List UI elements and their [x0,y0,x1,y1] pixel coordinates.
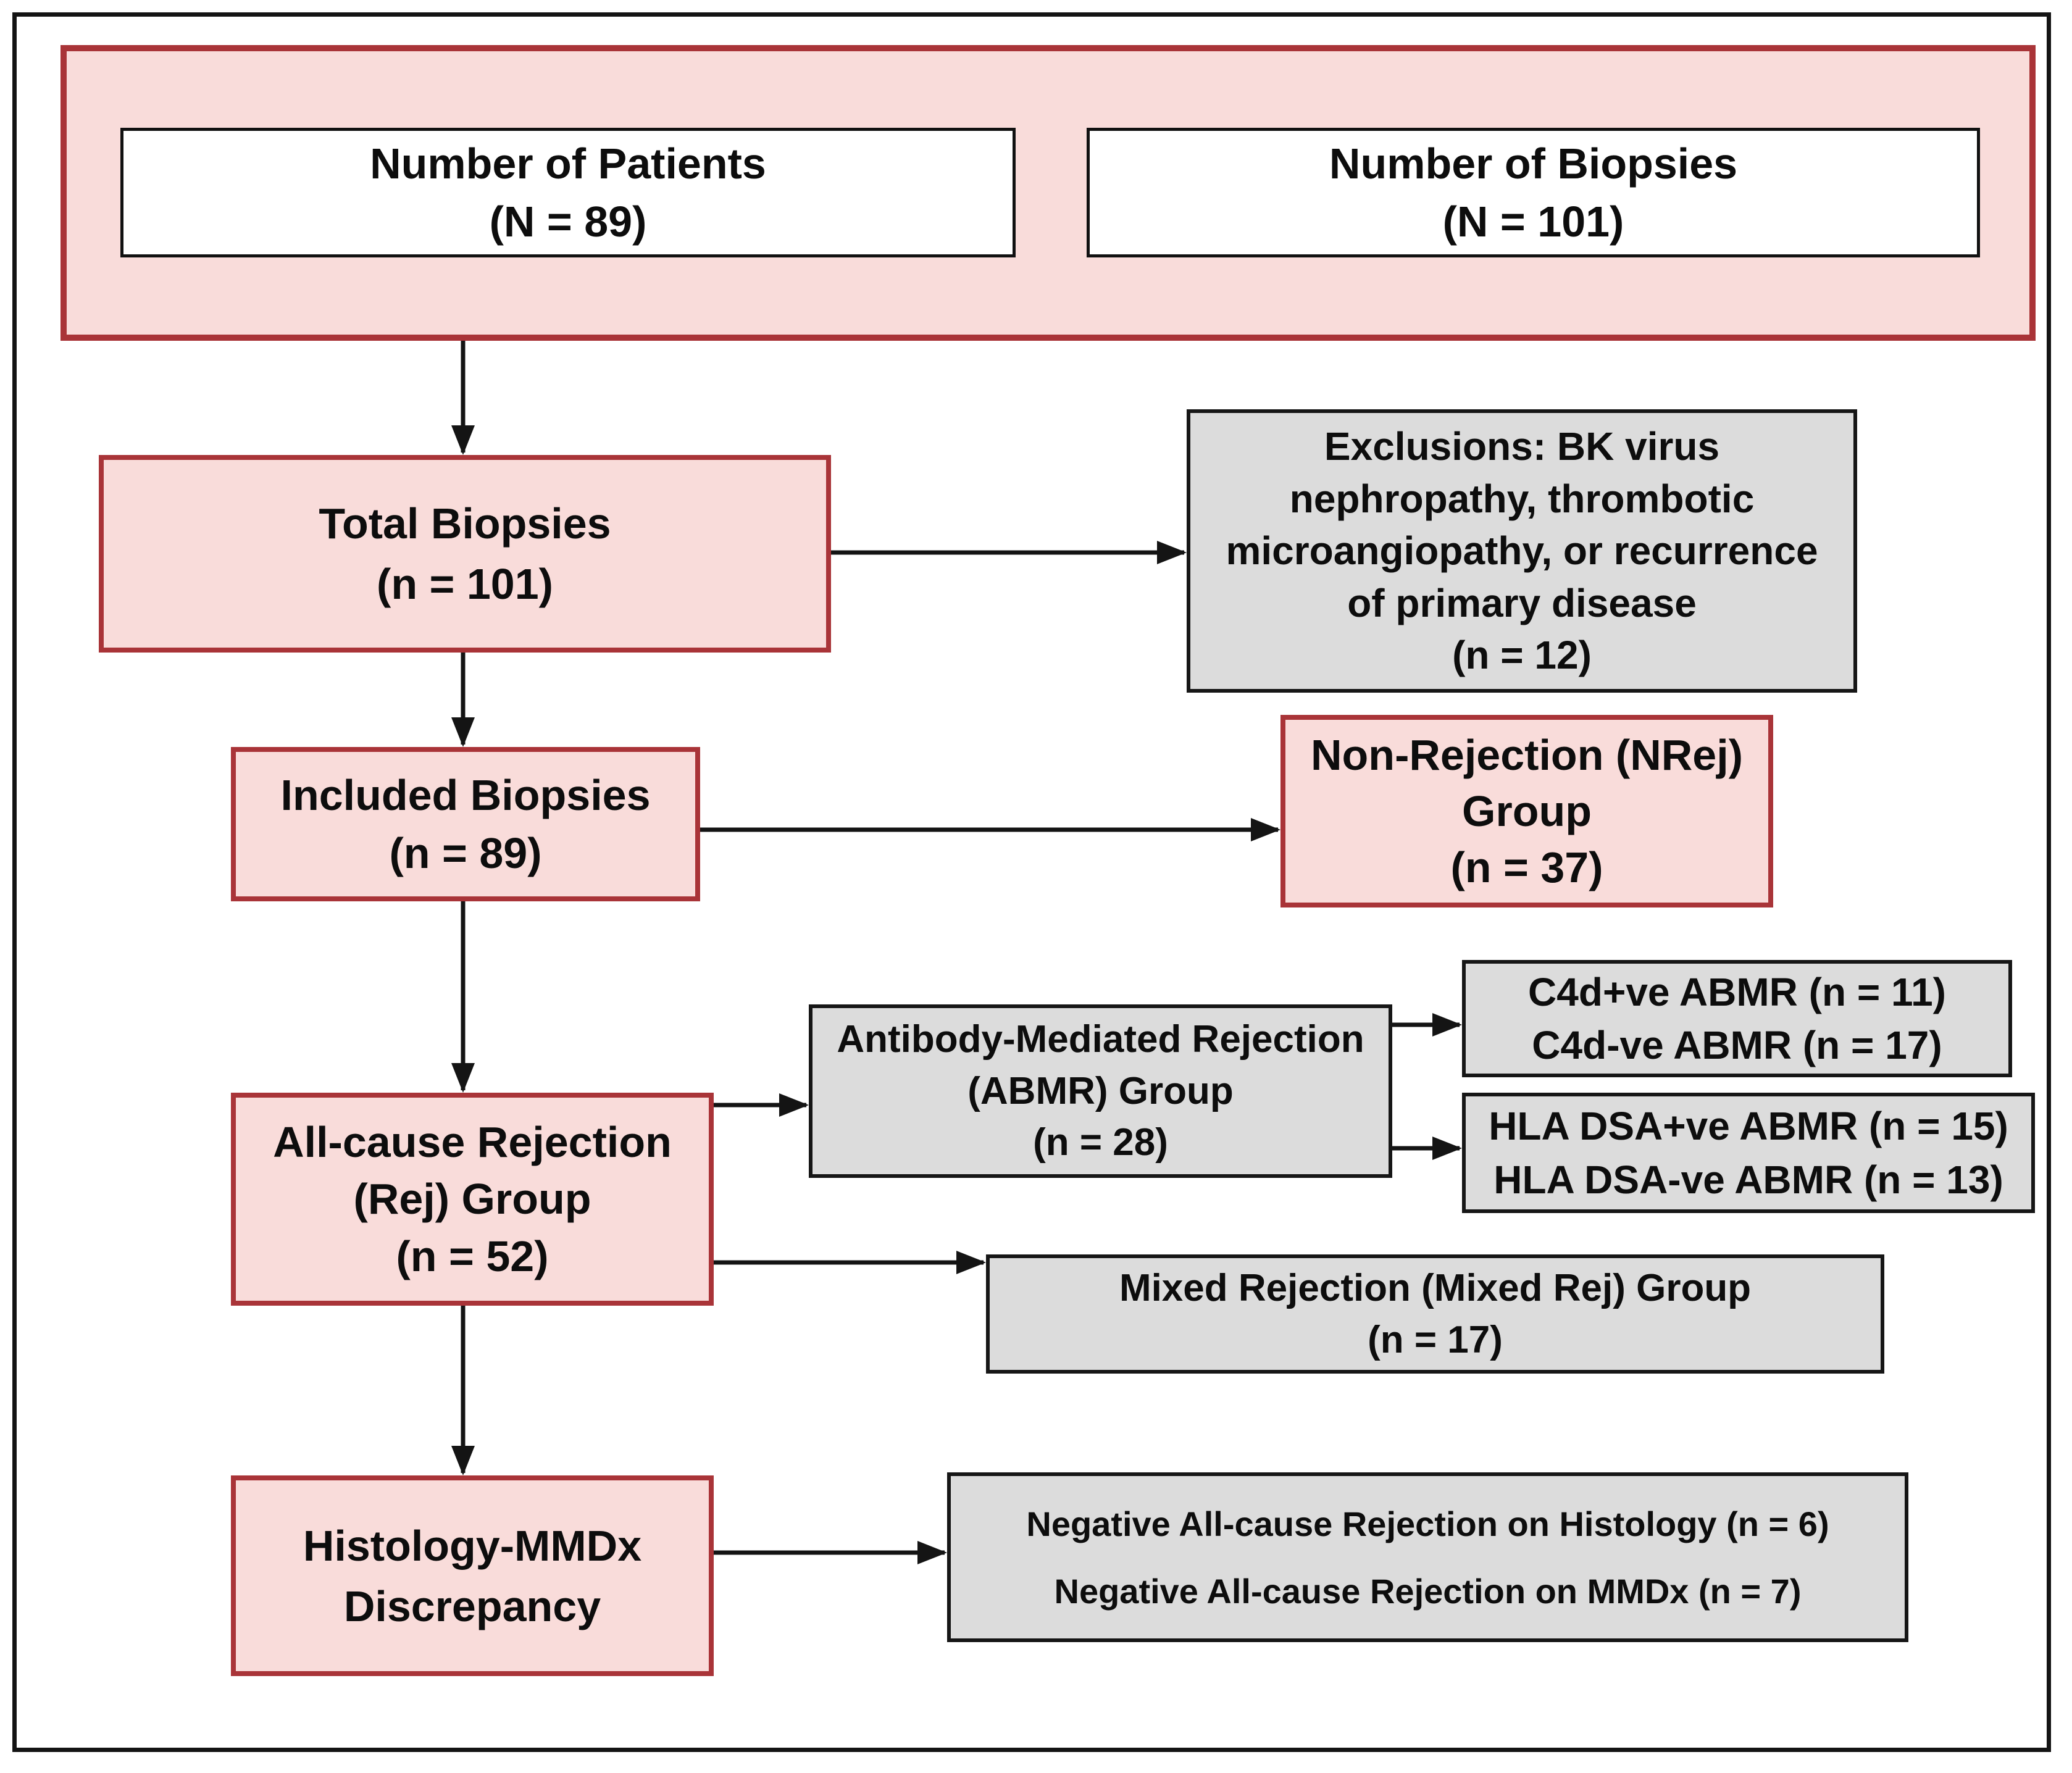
total-biopsies-box: Total Biopsies (n = 101) [99,455,831,653]
total-biopsies-label: Total Biopsies [319,499,611,548]
nrej-line-2: Group [1462,786,1592,835]
hla-negative-line: HLA DSA-ve ABMR (n = 13) [1493,1157,2003,1202]
number-of-patients-box: Number of Patients (N = 89) [120,128,1016,257]
exclusions-box: Exclusions: BK virus nephropathy, thromb… [1187,409,1857,693]
c4d-negative-line: C4d-ve ABMR (n = 17) [1532,1023,1942,1067]
included-biopsies-label: Included Biopsies [280,770,651,819]
non-rejection-group-box: Non-Rejection (NRej) Group (n = 37) [1280,715,1773,907]
exclusions-line-1: Exclusions: BK virus [1324,424,1720,469]
patients-label: Number of Patients [370,139,766,188]
histology-mmdx-discrepancy-box: Histology-MMDx Discrepancy [231,1475,714,1676]
histology-line-1: Histology-MMDx [303,1521,642,1570]
hla-dsa-abmr-box: HLA DSA+ve ABMR (n = 15) HLA DSA-ve ABMR… [1462,1093,2035,1213]
all-cause-rejection-group-box: All-cause Rejection (Rej) Group (n = 52) [231,1093,714,1306]
biopsies-label: Number of Biopsies [1329,139,1738,188]
abmr-count: (n = 28) [1033,1121,1168,1164]
abmr-line-2: (ABMR) Group [967,1069,1234,1112]
exclusions-count: (n = 12) [1452,633,1592,678]
allcause-line-1: All-cause Rejection [273,1117,672,1166]
total-biopsies-count: (n = 101) [377,560,553,608]
exclusions-line-2: nephropathy, thrombotic [1289,476,1755,521]
allcause-count: (n = 52) [396,1232,549,1280]
histology-line-2: Discrepancy [343,1582,601,1630]
mixed-rejection-group-box: Mixed Rejection (Mixed Rej) Group (n = 1… [986,1254,1884,1374]
c4d-abmr-box: C4d+ve ABMR (n = 11) C4d-ve ABMR (n = 17… [1462,960,2012,1077]
patients-count: (N = 89) [489,198,647,246]
allcause-line-2: (Rej) Group [353,1175,591,1224]
included-biopsies-box: Included Biopsies (n = 89) [231,747,700,901]
mixed-label: Mixed Rejection (Mixed Rej) Group [1119,1266,1752,1309]
nrej-count: (n = 37) [1450,843,1603,891]
exclusions-line-4: of primary disease [1347,580,1697,625]
exclusions-line-3: microangiopathy, or recurrence [1226,528,1818,574]
negative-histology-line: Negative All-cause Rejection on Histolog… [1026,1504,1829,1543]
number-of-biopsies-box: Number of Biopsies (N = 101) [1087,128,1980,257]
nrej-line-1: Non-Rejection (NRej) [1311,730,1743,779]
abmr-group-box: Antibody-Mediated Rejection (ABMR) Group… [809,1004,1392,1178]
negative-mmdx-line: Negative All-cause Rejection on MMDx (n … [1054,1571,1802,1611]
mixed-count: (n = 17) [1368,1318,1503,1361]
included-biopsies-count: (n = 89) [389,829,542,877]
c4d-positive-line: C4d+ve ABMR (n = 11) [1528,969,1946,1014]
abmr-line-1: Antibody-Mediated Rejection [837,1017,1364,1061]
biopsies-count: (N = 101) [1442,198,1624,246]
negative-discrepancy-box: Negative All-cause Rejection on Histolog… [947,1472,1908,1642]
hla-positive-line: HLA DSA+ve ABMR (n = 15) [1489,1104,2008,1149]
